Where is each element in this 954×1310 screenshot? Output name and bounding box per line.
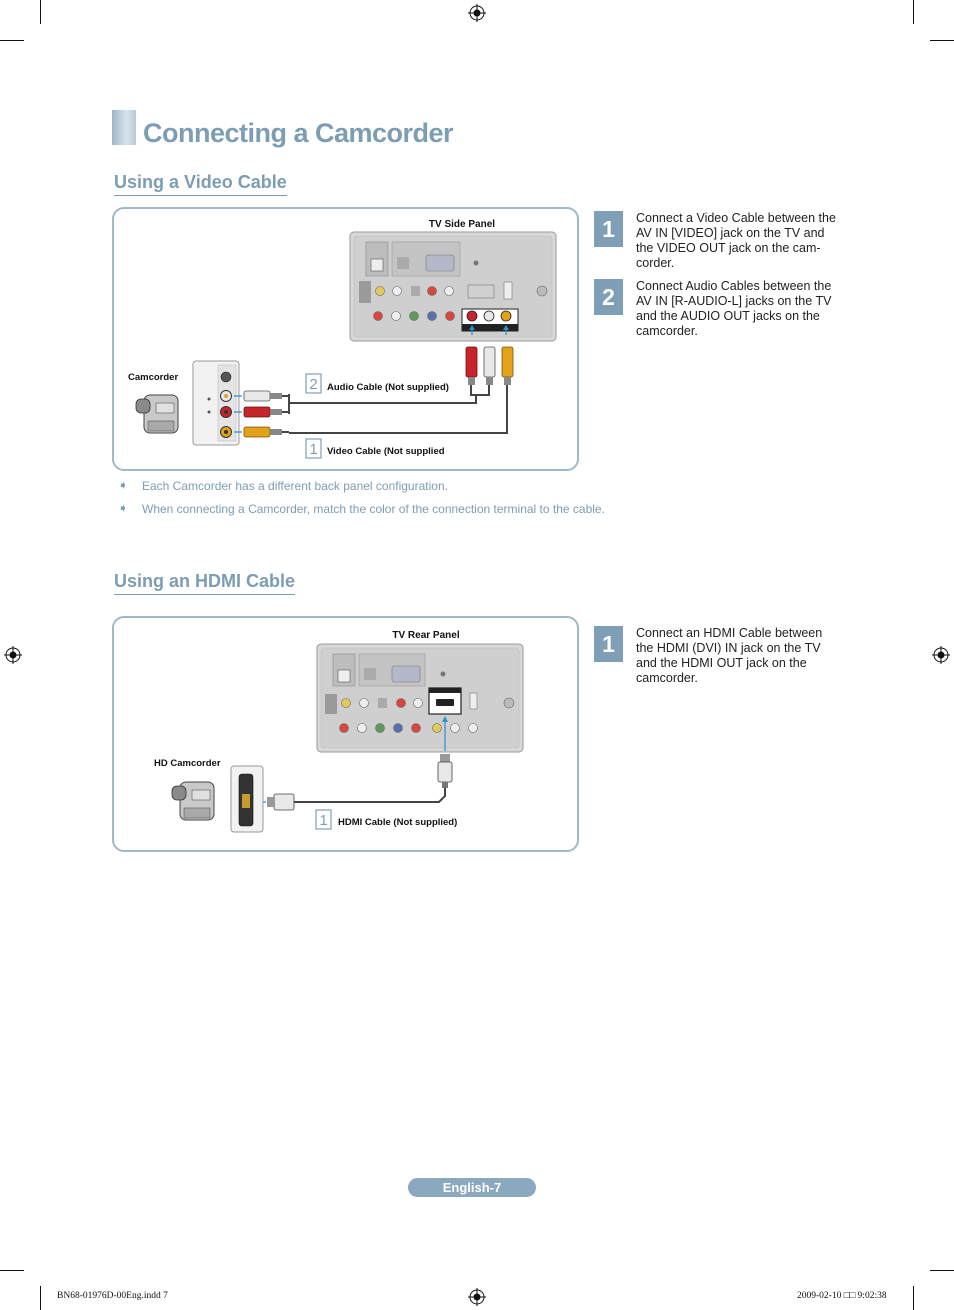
hd-camcorder-jack-panel <box>230 765 264 833</box>
camcorder-jack-panel <box>192 360 240 446</box>
section-heading-video: Using a Video Cable <box>114 172 287 196</box>
slug-timestamp: 2009-02-10 □□ 9:02:38 <box>797 1291 887 1301</box>
arrow-note-icon: ➧ <box>118 501 129 515</box>
page-title: Connecting a Camcorder <box>143 118 454 148</box>
step-2-number: 2 <box>594 279 623 315</box>
hdmi-plug-camcorder-side <box>267 793 295 811</box>
hdmi-step-1-number: 1 <box>594 626 623 662</box>
video-cable-label: Video Cable (Not supplied <box>327 446 445 457</box>
crop-mark <box>913 0 914 24</box>
slug-filename: BN68-01976D-00Eng.indd 7 <box>57 1291 168 1301</box>
page-number-badge: English-7 <box>408 1178 536 1197</box>
registration-mark-icon <box>468 1288 486 1306</box>
note-1: Each Camcorder has a different back pane… <box>142 479 448 493</box>
arrow-note-icon: ➧ <box>118 478 129 492</box>
step-1-text: Connect a Video Cable between the AV IN … <box>636 211 836 270</box>
tv-rear-panel-illustration <box>316 643 524 753</box>
crop-mark <box>930 40 954 41</box>
hdmi-cable-diagram: TV Rear Panel <box>112 616 579 852</box>
audio-cable-label: Audio Cable (Not supplied) <box>327 382 449 393</box>
tv-rear-panel-label: TV Rear Panel <box>392 630 459 641</box>
registration-mark-icon <box>932 646 950 664</box>
crop-mark <box>40 1286 41 1310</box>
step-1-number: 1 <box>594 211 623 247</box>
video-cable-diagram: TV Side Panel <box>112 207 579 471</box>
crop-mark <box>0 1270 24 1271</box>
camcorder-label: Camcorder <box>128 372 178 383</box>
section-heading-hdmi: Using an HDMI Cable <box>114 571 296 595</box>
crop-mark <box>930 1270 954 1271</box>
hdmi-cable-number: 1 <box>319 812 327 829</box>
step-2-text: Connect Audio Cables between the AV IN [… <box>636 279 832 338</box>
tv-side-panel-label: TV Side Panel <box>429 219 495 230</box>
crop-mark <box>40 0 41 24</box>
hd-camcorder-icon <box>171 781 215 821</box>
crop-mark <box>0 40 24 41</box>
cable-1-number: 1 <box>309 441 317 458</box>
hd-camcorder-label: HD Camcorder <box>154 758 221 769</box>
hdmi-plug-tv-side <box>437 754 453 788</box>
registration-mark-icon <box>4 646 22 664</box>
crop-mark <box>913 1286 914 1310</box>
note-2: When connecting a Camcorder, match the c… <box>142 502 605 516</box>
title-accent-bar <box>112 110 136 145</box>
camcorder-icon <box>135 394 179 434</box>
rca-plugs-camcorder-side <box>243 390 282 438</box>
hdmi-cable-label: HDMI Cable (Not supplied) <box>338 817 457 828</box>
tv-side-panel-illustration <box>349 231 557 342</box>
registration-mark-icon <box>468 4 486 22</box>
rca-plugs-tv-side <box>465 346 514 385</box>
hdmi-step-1-text: Connect an HDMI Cable between the HDMI (… <box>636 626 823 685</box>
cable-2-number: 2 <box>309 376 317 393</box>
